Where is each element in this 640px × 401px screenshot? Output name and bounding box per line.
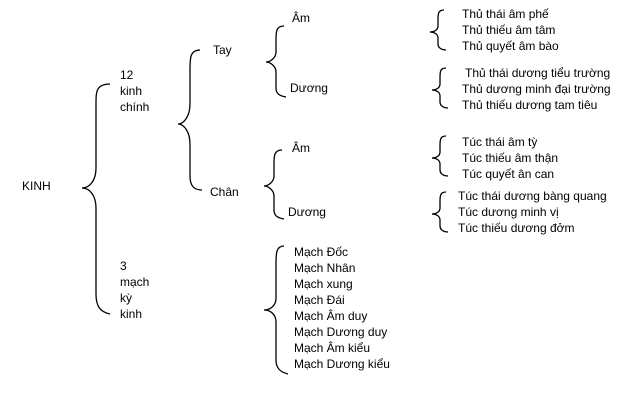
label-12-kinh-chinh: 12 kinh chính bbox=[120, 67, 149, 115]
label-3-mach-ky-kinh-line: kinh bbox=[120, 307, 143, 321]
brace-12-kinh bbox=[177, 49, 203, 191]
label-3-mach-ky-kinh-line: mạch bbox=[120, 275, 150, 289]
list-tay-duong: Thủ thái dương tiểu trường Thủ dương min… bbox=[462, 65, 611, 113]
brace-chan bbox=[263, 149, 285, 220]
label-tay: Tay bbox=[213, 43, 232, 57]
list-item: Thủ thái dương tiểu trường bbox=[465, 66, 611, 80]
label-chan-duong: Dương bbox=[288, 205, 326, 219]
brace-tay bbox=[265, 25, 287, 98]
brace-ky-kinh bbox=[263, 245, 289, 375]
list-item: Mạch xung bbox=[294, 277, 353, 291]
brace-kinh bbox=[81, 83, 111, 315]
list-item: Túc thiếu âm thận bbox=[462, 151, 559, 165]
label-12-kinh-chinh-line: chính bbox=[120, 100, 150, 114]
brace-chan-duong bbox=[431, 191, 449, 233]
label-3-mach-ky-kinh: 3 mạch kỳ kinh bbox=[120, 258, 149, 322]
label-3-mach-ky-kinh-line: 3 bbox=[120, 259, 127, 273]
label-chan-am: Âm bbox=[292, 141, 310, 155]
list-item: Mạch Nhân bbox=[294, 261, 356, 275]
list-item: Túc thiếu dương đởm bbox=[458, 221, 575, 235]
list-item: Thủ thiếu dương tam tiêu bbox=[462, 98, 598, 112]
label-3-mach-ky-kinh-line: kỳ bbox=[120, 291, 132, 305]
list-item: Mạch Đốc bbox=[294, 245, 349, 259]
list-item: Mạch Dương kiểu bbox=[294, 357, 390, 371]
brace-chan-am bbox=[431, 135, 449, 177]
list-chan-duong: Túc thái dương bàng quang Túc dương minh… bbox=[458, 188, 607, 236]
label-chan: Chân bbox=[210, 185, 239, 199]
list-chan-am: Túc thái âm tỳ Túc thiếu âm thận Túc quy… bbox=[462, 134, 558, 182]
list-item: Thủ thiếu âm tâm bbox=[462, 23, 556, 37]
list-item: Mạch Âm duy bbox=[294, 309, 368, 323]
label-12-kinh-chinh-line: kinh bbox=[120, 84, 143, 98]
list-item: Thủ dương minh đại trường bbox=[462, 82, 611, 96]
label-tay-am: Âm bbox=[292, 11, 310, 25]
list-tay-am: Thủ thái âm phế Thủ thiếu âm tâm Thủ quy… bbox=[462, 6, 559, 54]
brace-tay-duong bbox=[431, 67, 449, 109]
brace-tay-am bbox=[429, 9, 447, 51]
list-item: Túc thái dương bàng quang bbox=[458, 189, 607, 203]
list-item: Mạch Âm kiểu bbox=[294, 341, 371, 355]
list-item: Thủ quyết âm bào bbox=[462, 39, 559, 53]
label-kinh: KINH bbox=[22, 179, 51, 193]
list-item: Mạch Dương duy bbox=[294, 325, 388, 339]
label-tay-duong: Dương bbox=[290, 81, 328, 95]
list-item: Thủ thái âm phế bbox=[462, 7, 549, 21]
list-ky-kinh: Mạch Đốc Mạch Nhân Mạch xung Mạch Đái Mạ… bbox=[294, 244, 390, 372]
list-item: Mạch Đái bbox=[294, 293, 345, 307]
list-item: Túc thái âm tỳ bbox=[462, 135, 538, 149]
label-12-kinh-chinh-line: 12 bbox=[120, 68, 134, 82]
list-item: Túc dương minh vị bbox=[458, 205, 559, 219]
list-item: Túc quyết ân can bbox=[462, 167, 555, 181]
